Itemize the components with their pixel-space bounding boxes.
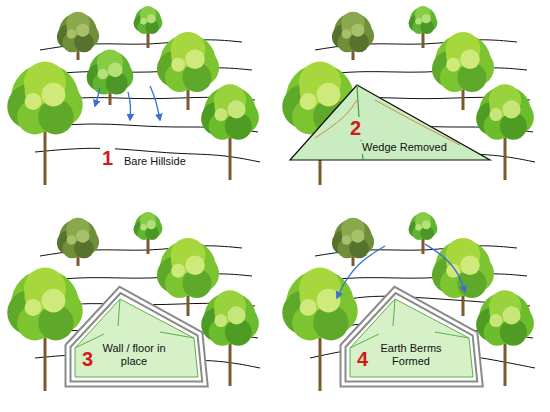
step-label: Bare Hillside <box>122 155 188 168</box>
tree-foliage <box>140 224 147 231</box>
tree-foliage <box>25 299 42 316</box>
tree-foliage <box>317 83 341 107</box>
tree-foliage <box>300 299 317 316</box>
tree-foliage <box>108 63 123 78</box>
water-flow-arrow <box>95 88 100 106</box>
tree-foliage <box>415 18 422 25</box>
callout-number: 2 <box>348 117 363 140</box>
tree-foliage <box>76 229 89 242</box>
panel <box>7 6 260 185</box>
callout-number: 3 <box>80 348 95 371</box>
panel <box>282 6 535 185</box>
tree-foliage <box>171 264 185 278</box>
tree-foliage <box>460 49 480 69</box>
tree-foliage <box>147 220 156 229</box>
tree-foliage <box>502 100 520 118</box>
step-label: Wall / floor in place <box>100 342 168 367</box>
tree-foliage <box>342 29 352 39</box>
retaining-wall-inner <box>343 290 480 384</box>
retaining-wall <box>68 290 205 384</box>
tree-foliage <box>97 69 108 80</box>
retaining-wall-inner <box>68 290 205 384</box>
tree-foliage <box>342 235 352 245</box>
tree-foliage <box>422 220 431 229</box>
water-flow-arrow <box>425 244 465 292</box>
tree-foliage <box>502 306 520 324</box>
tree-foliage <box>351 229 364 242</box>
tree-foliage <box>227 100 245 118</box>
tree-foliage <box>422 14 431 23</box>
tree-foliage <box>460 255 480 275</box>
tree-foliage <box>140 18 147 25</box>
removed-wedge <box>290 85 490 160</box>
tree-foliage <box>185 49 205 69</box>
tree-foliage <box>300 93 317 110</box>
tree-foliage <box>42 83 66 107</box>
tree-foliage <box>67 235 77 245</box>
water-flow-arrow <box>337 246 385 298</box>
floor-fold <box>75 299 194 348</box>
floor-slab <box>75 299 198 377</box>
tree-foliage <box>415 224 422 231</box>
tree-foliage <box>171 58 185 72</box>
water-flow-arrow <box>128 92 130 120</box>
tree-foliage <box>147 14 156 23</box>
tree-foliage <box>67 29 77 39</box>
water-flow-arrow <box>150 86 160 120</box>
tree-foliage <box>25 93 42 110</box>
tree-foliage <box>227 306 245 324</box>
callout-number: 4 <box>355 348 370 371</box>
tree-foliage <box>446 58 460 72</box>
tree-foliage <box>489 314 502 327</box>
tree-foliage <box>76 23 89 36</box>
panel <box>282 212 535 391</box>
tree-foliage <box>317 289 341 313</box>
tree-foliage <box>214 314 227 327</box>
wedge-contour <box>375 100 460 145</box>
tree-foliage <box>214 108 227 121</box>
tree-foliage <box>489 108 502 121</box>
tree-foliage <box>351 23 364 36</box>
step-label: Earth Berms Formed <box>374 342 448 367</box>
tree-foliage <box>185 255 205 275</box>
retaining-wall <box>343 290 480 384</box>
floor-fold <box>350 299 469 348</box>
callout-number: 1 <box>100 147 115 170</box>
panel <box>7 212 260 391</box>
tree-foliage <box>42 289 66 313</box>
floor-slab <box>350 299 473 377</box>
step-label: Wedge Removed <box>360 141 449 154</box>
